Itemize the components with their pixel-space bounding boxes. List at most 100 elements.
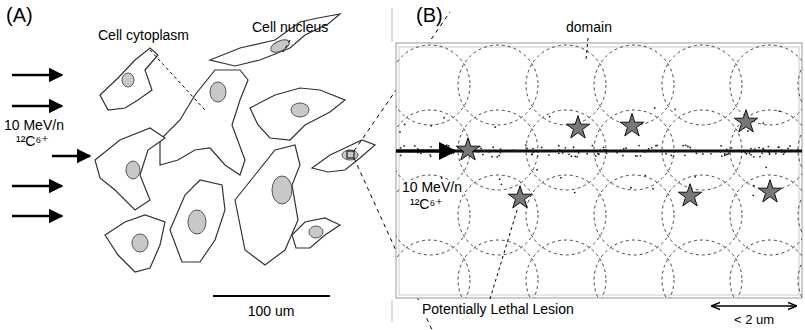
domain-circle — [458, 240, 538, 298]
delta-ray-dot — [532, 151, 534, 153]
delta-ray-dot — [687, 146, 689, 148]
delta-ray-dot — [625, 147, 627, 149]
domain-circle — [662, 175, 742, 255]
delta-ray-dot — [597, 153, 599, 155]
part-label: Cell nucleus — [252, 20, 328, 35]
beam-label: ¹²C⁶⁺ — [408, 197, 445, 212]
delta-ray-dot — [500, 183, 502, 185]
delta-ray-dot — [526, 148, 528, 150]
delta-ray-dot — [658, 150, 660, 152]
delta-ray-dot — [617, 150, 619, 152]
delta-ray-dot — [400, 147, 402, 149]
delta-ray-dot — [758, 147, 760, 149]
delta-ray-dot — [558, 145, 560, 147]
domain-circle — [526, 240, 606, 298]
delta-ray-dot — [417, 148, 419, 150]
delta-ray-dot — [498, 155, 500, 157]
delta-ray-dot — [721, 155, 723, 157]
delta-ray-dot — [480, 148, 482, 150]
delta-ray-dot — [750, 148, 752, 150]
delta-ray-dot — [616, 152, 618, 154]
delta-ray-dot — [441, 177, 443, 179]
delta-ray-dot — [777, 146, 779, 148]
leader-line — [586, 38, 588, 60]
delta-ray-dot — [797, 149, 799, 151]
delta-ray-dot — [538, 150, 540, 152]
delta-ray-dot — [493, 149, 495, 151]
delta-ray-dot — [753, 185, 755, 187]
domain-circle — [396, 175, 470, 255]
delta-ray-dot — [482, 154, 484, 156]
delta-ray-dot — [653, 151, 655, 153]
delta-ray-dot — [532, 148, 534, 150]
delta-ray-dot — [762, 147, 764, 149]
delta-ray-dot — [767, 146, 769, 148]
delta-ray-dot — [488, 151, 490, 153]
delta-ray-dot — [725, 154, 727, 156]
lesion-symbol — [566, 116, 589, 138]
domain-circle — [730, 45, 802, 125]
delta-ray-dot — [656, 144, 658, 146]
delta-ray-dot — [460, 151, 462, 153]
delta-ray-dot — [622, 155, 624, 157]
domain-circle — [798, 240, 802, 298]
delta-ray-dot — [690, 149, 692, 151]
delta-ray-dot — [719, 151, 721, 153]
domain-circle — [594, 240, 674, 298]
delta-ray-dot — [599, 149, 601, 151]
delta-ray-dot — [685, 144, 687, 146]
delta-ray-dot — [496, 156, 498, 158]
delta-ray-dot — [778, 146, 780, 148]
panel-letter: (B) — [416, 4, 443, 26]
delta-ray-dot — [673, 155, 675, 157]
domain-circle — [730, 175, 802, 255]
delta-ray-dot — [670, 155, 672, 157]
delta-ray-dot — [746, 153, 748, 155]
delta-ray-dot — [399, 131, 401, 133]
delta-ray-dot — [787, 148, 789, 150]
delta-ray-dot — [450, 153, 452, 155]
delta-ray-dot — [420, 153, 422, 155]
delta-ray-dot — [674, 108, 676, 110]
delta-ray-dot — [442, 144, 444, 146]
delta-ray-dot — [635, 155, 637, 157]
delta-ray-dot — [576, 156, 578, 158]
delta-ray-dot — [491, 156, 493, 158]
zoom-square — [347, 151, 354, 158]
nuclei — [122, 37, 358, 252]
domain-circle — [798, 45, 802, 125]
domain-circle — [458, 175, 538, 255]
delta-ray-dot — [724, 154, 726, 156]
delta-ray-dot — [765, 166, 767, 168]
delta-ray-dot — [630, 187, 632, 189]
scale-arrow — [712, 305, 796, 306]
delta-ray-dot — [722, 150, 724, 152]
beam-label: ¹²C⁶⁺ — [16, 134, 49, 149]
delta-ray-dot — [591, 145, 593, 147]
delta-ray-dot — [525, 144, 527, 146]
delta-ray-dot — [779, 110, 781, 112]
delta-ray-dot — [568, 153, 570, 155]
scale-bar — [213, 295, 330, 297]
domain-circle — [662, 45, 742, 125]
domain-circle — [458, 45, 538, 125]
delta-ray-dot — [710, 153, 712, 155]
delta-ray-dot — [605, 149, 607, 151]
domain-circle — [526, 175, 606, 255]
delta-ray-dot — [726, 149, 728, 151]
delta-ray-dot — [400, 155, 402, 157]
delta-ray-dot — [443, 117, 445, 119]
delta-ray-dot — [430, 155, 432, 157]
delta-ray-dot — [549, 116, 551, 118]
delta-ray-dot — [783, 153, 785, 155]
delta-ray-dot — [702, 153, 704, 155]
delta-ray-dot — [513, 149, 515, 151]
lesion-symbol — [758, 180, 781, 202]
delta-ray-dot — [665, 153, 667, 155]
beam-arrows — [12, 75, 90, 216]
domain-circle — [798, 175, 802, 255]
ion-track — [396, 107, 802, 196]
delta-ray-dot — [430, 146, 432, 148]
